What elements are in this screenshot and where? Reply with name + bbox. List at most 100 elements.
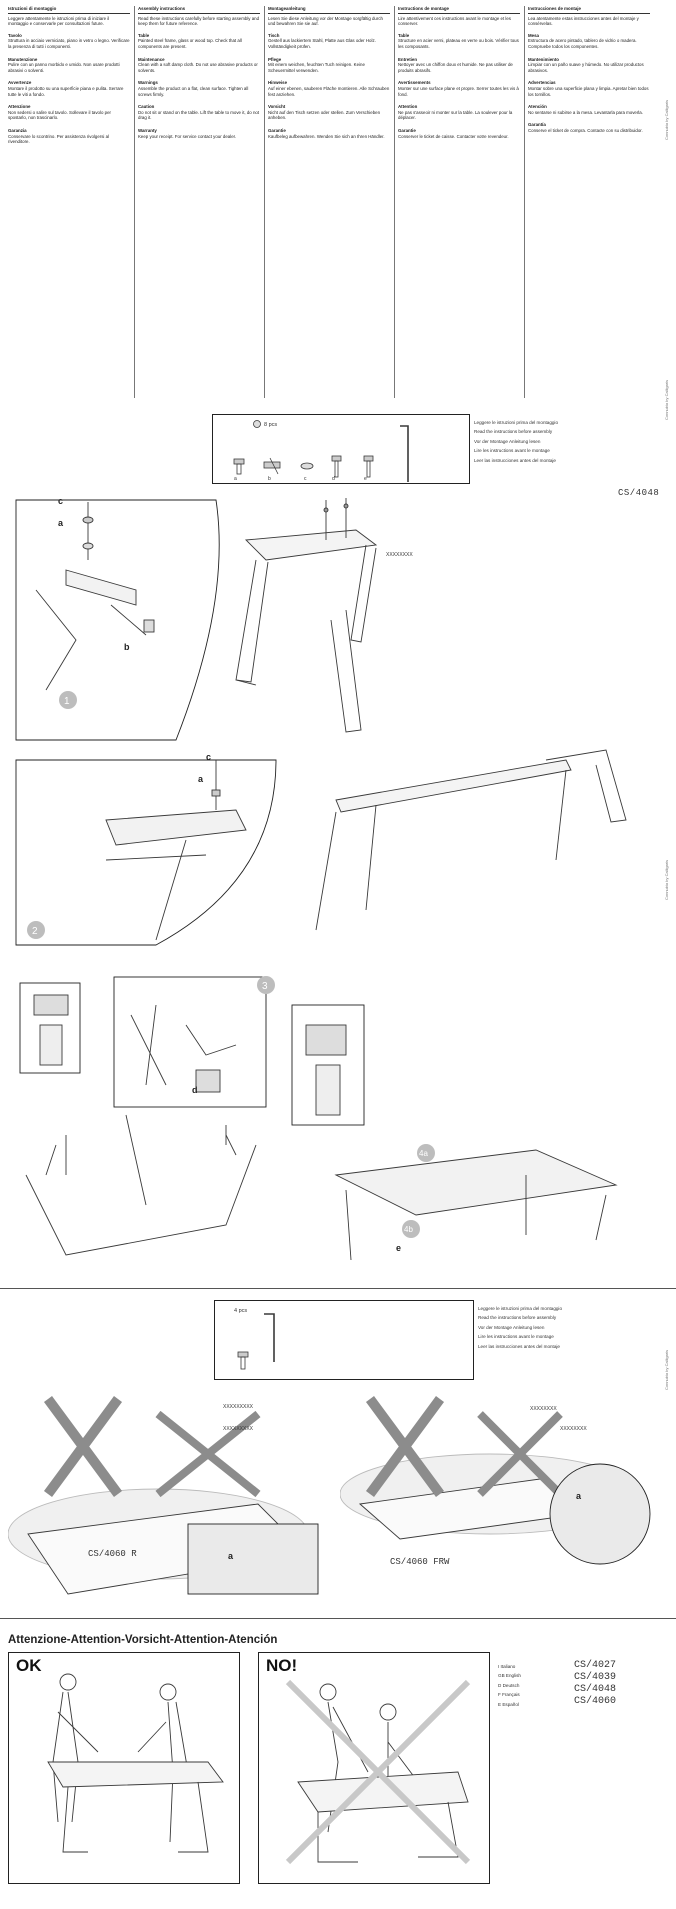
- language-item: I Italiano: [498, 1664, 516, 1669]
- block-label: Advertencias: [528, 80, 556, 86]
- step-number-2: 2: [32, 926, 38, 937]
- legend-item: Leer las instrucciones antes del montaje: [474, 457, 556, 463]
- step-number-1: 1: [64, 696, 70, 707]
- block-label: Entretien: [398, 56, 418, 62]
- block-label: Atención: [528, 104, 547, 110]
- block-label: Garanzia: [8, 127, 27, 133]
- column-heading: Instructions de montage: [398, 6, 520, 14]
- left-model: CS/4060 R: [88, 1549, 137, 1559]
- language-list: I Italiano GB English D Deutsch F França…: [498, 1664, 558, 1711]
- no-label: NO!: [266, 1656, 298, 1675]
- block-text: No sentarse ni subirse a la mesa. Levant…: [528, 109, 643, 115]
- block-text: Limpiar con un paño suave y húmedo. No u…: [528, 62, 644, 73]
- no-illustration: [285, 1679, 471, 1865]
- side-note: Connubia by Calligaris: [664, 859, 669, 900]
- part-label-d: d: [332, 476, 335, 482]
- block-label: Warranty: [138, 127, 157, 133]
- legend-item: Leggere le istruzioni prima del montaggi…: [474, 420, 559, 425]
- section-divider: [0, 1618, 676, 1619]
- block-label: Attention: [398, 104, 418, 110]
- block-label: Tavolo: [8, 32, 22, 38]
- block-text: Structure en acier verni, plateau en ver…: [398, 38, 519, 49]
- legend-item: Lire les instructions avant le montage: [478, 1334, 554, 1340]
- block-label: Avvertenze: [8, 80, 32, 86]
- block-label: Vorsicht: [268, 104, 286, 110]
- column-intro: Lea atentamente estas instrucciones ante…: [528, 15, 639, 27]
- model-code: CS/4060: [574, 1696, 617, 1707]
- block-text: Pulire con un panno morbido e umido. Non…: [8, 62, 120, 73]
- hardware-parts-bottom: 4 pcs: [234, 1308, 275, 1370]
- column-rule: [524, 6, 525, 398]
- language-item: D Deutsch: [498, 1682, 520, 1688]
- block-text: Nettoyer avec un chiffon doux et humide.…: [398, 62, 513, 73]
- block-label: Garantie: [268, 127, 286, 133]
- part-label-a: a: [234, 476, 237, 482]
- svg-text:a: a: [228, 1551, 234, 1561]
- x-leg-table-left: XXXXXXXXX XXXXXXXXX CS/4060 R a: [8, 1396, 319, 1595]
- side-note: Connubia by Calligaris: [664, 379, 669, 420]
- column-intro: Leggere attentamente le istruzioni prima…: [8, 15, 110, 27]
- legend-bottom: Leggere le istruzioni prima del montaggi…: [478, 1306, 638, 1353]
- block-label: Attenzione: [8, 104, 31, 110]
- column-intro: Lesen Sie diese Anleitung vor der Montag…: [268, 15, 383, 27]
- step-number-4b: 4b: [404, 1225, 413, 1234]
- side-note: Connubia by Calligaris: [664, 99, 669, 140]
- column-rule: [134, 6, 135, 398]
- block-label: Pflege: [268, 56, 282, 62]
- block-text: Assemble the product on a flat, clean su…: [138, 85, 249, 97]
- callout-a-2: a: [198, 774, 204, 784]
- block-label: Caution: [138, 104, 155, 110]
- legend-item: Lire les instructions avant le montage: [474, 448, 550, 454]
- step-2-drawing: 2 c a: [15, 749, 627, 946]
- left-code-2: XXXXXXXXX: [223, 1426, 254, 1432]
- right-code-1: XXXXXXXX: [530, 1406, 557, 1412]
- block-text: Montare il prodotto su una superficie pi…: [8, 85, 124, 97]
- step-number-4a: 4a: [419, 1149, 428, 1158]
- column-intro: Read these instructions carefully before…: [138, 15, 260, 27]
- column-rule: [264, 6, 265, 398]
- hardware-panel-bottom: [214, 1300, 474, 1380]
- svg-text:a: a: [576, 1491, 582, 1501]
- ok-label: OK: [16, 1656, 42, 1675]
- block-text: Montar sobre una superficie plana y limp…: [528, 85, 649, 97]
- legend-item: Vor der Montage Anleitung lesen: [474, 438, 541, 444]
- block-text: Conservare lo scontrino. Per assistenza …: [8, 133, 110, 145]
- block-label: Table: [138, 32, 150, 38]
- step-3-drawing: 3 4a 4b d e: [19, 976, 618, 1261]
- block-text: Nicht auf den Tisch setzen oder stellen.…: [268, 109, 381, 121]
- column-heading: Instrucciones de montaje: [528, 6, 650, 14]
- block-label: Garantía: [528, 122, 546, 128]
- language-item: GB English: [498, 1673, 521, 1679]
- block-text: Gestell aus lackiertem Stahl, Platte aus…: [268, 38, 376, 49]
- step-number-3: 3: [262, 981, 268, 992]
- block-text: Struttura in acciaio verniciato, piano i…: [8, 38, 130, 49]
- model-code: CS/4048: [574, 1684, 617, 1695]
- hardware-parts-top: 8 pcs a b c d e: [233, 420, 409, 482]
- callout-e: e: [396, 1243, 401, 1253]
- block-text: Conserve el ticket de compra. Contacte c…: [528, 127, 643, 133]
- column-intro: Lire attentivement ces instructions avan…: [398, 15, 511, 27]
- block-label: Table: [398, 32, 410, 38]
- legend-item: Leggere le istruzioni prima del montaggi…: [478, 1306, 563, 1311]
- callout-c: c: [58, 496, 63, 506]
- block-text: Painted steel frame, glass or wood top. …: [138, 38, 242, 49]
- column-heading: Istruzioni di montaggio: [8, 6, 130, 14]
- step-1-drawing: 1 c a b XXXXXXXX: [15, 496, 413, 741]
